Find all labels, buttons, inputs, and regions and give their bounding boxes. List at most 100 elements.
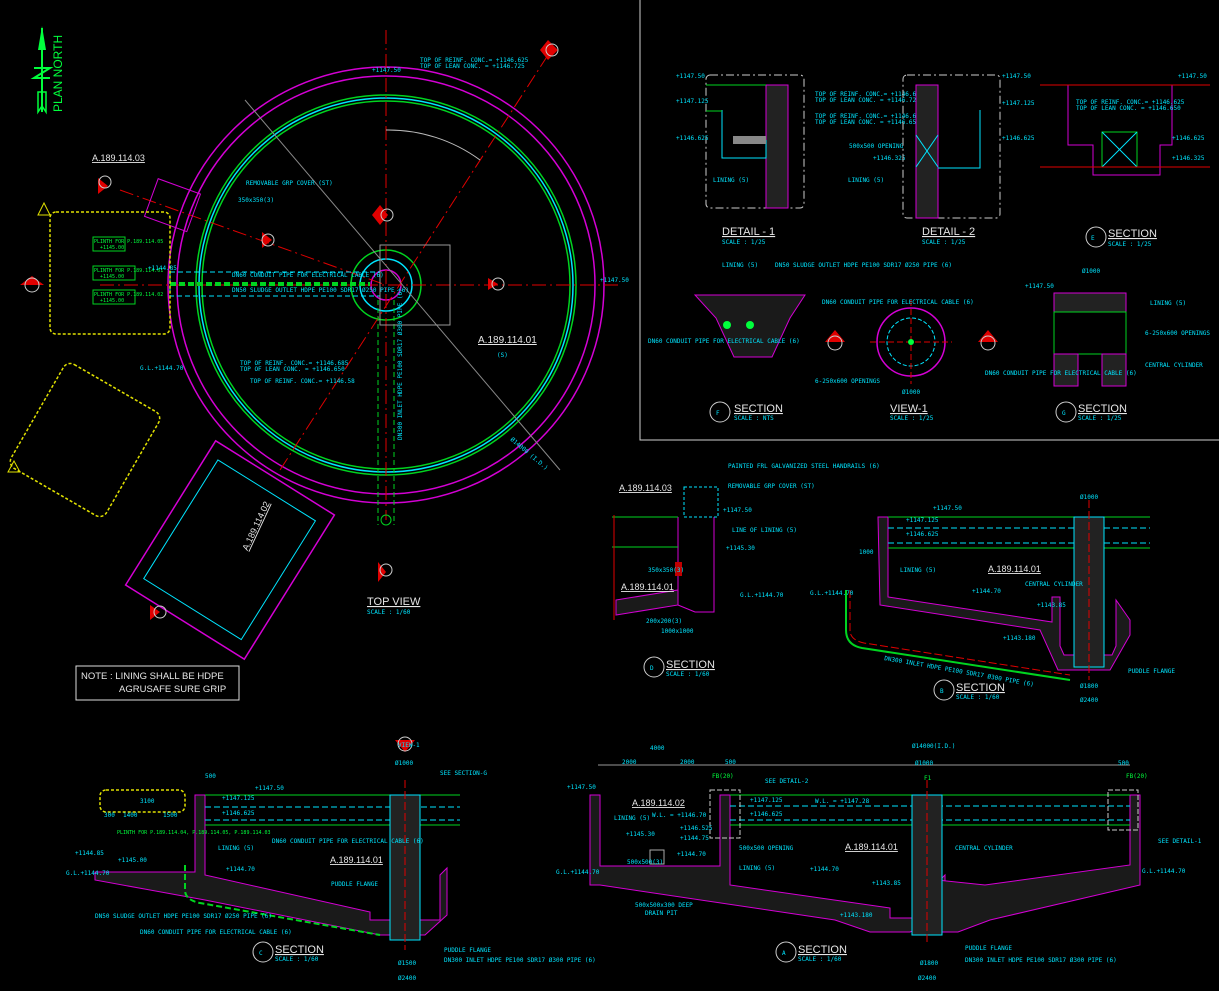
sec-c-label-4: +1147.50 <box>255 785 284 792</box>
section-marker-a2 <box>150 605 167 620</box>
sec-b-label-15: Ø1800 <box>1080 683 1098 690</box>
sec-d-ref-0: A.189.114.03 <box>619 483 672 493</box>
sec-c-label-2: SEE SECTION-G <box>440 770 487 777</box>
sec-a-label-13: W.L. = +1146.70 <box>652 812 707 819</box>
section-e-scale: SCALE : 1/25 <box>1108 241 1152 248</box>
sec-a-label-18: +1145.30 <box>626 831 655 838</box>
sec-d-label-8: 200x200(3) <box>646 618 682 625</box>
sec-a-marker: A <box>782 950 786 957</box>
sec-a-label-4: Ø14000(I.D.) <box>912 743 955 750</box>
sec-g-label-1: +1147.50 <box>1025 283 1054 290</box>
sec-c-label-0: VIEW-1 <box>398 742 420 749</box>
section-g-scale: SCALE : 1/25 <box>1078 415 1122 422</box>
sec-c-label-8: 300 <box>104 812 115 819</box>
d1-label-5: +1146.325 <box>873 155 906 162</box>
d1-label-4: 500x500 OPENING <box>849 143 904 150</box>
north-arrow: PLAN NORTH <box>30 26 65 115</box>
sec-a-label-5: Ø1000 <box>915 760 933 767</box>
sec-a-label-0: 4000 <box>650 745 665 752</box>
sec-c-label-11: PLINTH FOR P.189.114.04, P.189.114.05, P… <box>117 830 271 836</box>
sec-a-label-7: +1147.50 <box>567 784 596 791</box>
inlet-label: DN300 INLET HDPE PE100 SDR17 Ø300 PIPE (… <box>397 288 404 440</box>
reinf-low-label: TOP OF REINF. CONC.= +1146.58 <box>250 378 355 385</box>
sec-a-label-12: +1146.625 <box>750 811 783 818</box>
section-marker-d <box>261 232 275 248</box>
section-marker-e <box>98 175 112 194</box>
chamber-ref-bottom: A.189.114.02 <box>240 500 271 552</box>
sec-a-label-24: +1144.70 <box>810 866 839 873</box>
detail-frame <box>639 0 1219 441</box>
sec-b-label-1: +1147.50 <box>933 505 962 512</box>
sec-c-ref: A.189.114.01 <box>330 855 383 865</box>
sec-c-label-9: 1400 <box>123 812 138 819</box>
section-c-scale: SCALE : 1/60 <box>275 956 319 963</box>
d1-label-3: TOP OF LEAN CONC. = +1146.650 <box>815 119 920 126</box>
sec-c-label-17: +1144.70 <box>226 866 255 873</box>
sec-c-label-14: G.L.+1144.70 <box>66 870 110 877</box>
view1-label-0: DN60 CONDUIT PIPE FOR ELECTRICAL CABLE (… <box>822 299 974 306</box>
sec-g-label-0: Ø1000 <box>1082 268 1100 275</box>
d1-label-6: LINING (5) <box>713 177 749 184</box>
d1-label-0: TOP OF REINF. CONC.= +1146.625 <box>815 91 924 98</box>
sec-a-ref-0: A.189.114.02 <box>632 798 685 808</box>
sec-g-label-2: LINING (5) <box>1150 300 1186 307</box>
sec-e-level-2: +1146.325 <box>1172 155 1205 162</box>
sec-a-label-25: +1143.85 <box>872 880 901 887</box>
sec-a-label-2: 2000 <box>680 759 695 766</box>
sec-a-label-20: +1144.70 <box>677 851 706 858</box>
sludge-label: DN50 SLUDGE OUTLET HDPE PE100 SDR17 Ø250… <box>232 287 409 294</box>
section-marker-a <box>540 40 559 60</box>
sec-a-label-19: 500x500(3) <box>627 859 663 866</box>
d1-level-0: +1147.50 <box>676 73 705 80</box>
sec-b-label-16: Ø2400 <box>1080 697 1098 704</box>
top-view-scale: SCALE : 1/60 <box>367 609 411 616</box>
sec-c-label-22: DN300 INLET HDPE PE100 SDR17 Ø300 PIPE (… <box>444 957 596 964</box>
sec-a-label-33: Ø2400 <box>918 975 936 982</box>
sec-a-ref-1: A.189.114.01 <box>845 842 898 852</box>
sec-a-label-37: F1 <box>924 775 932 782</box>
d2-level-2: +1146.625 <box>1002 135 1035 142</box>
section-d-title: SECTION <box>666 659 715 671</box>
section-e-title: SECTION <box>1108 228 1157 240</box>
plinth3-level: +1145.00 <box>100 298 124 304</box>
sec-a-label-10: +1147.125 <box>750 797 783 804</box>
view1-label-1: 6-250x600 OPENINGS <box>815 378 880 385</box>
sec-d-label-10: 1000x1000 <box>661 628 694 635</box>
outer-dia-label: Ø14000 (I.D.) <box>509 436 549 472</box>
reinf-mid-label: TOP OF REINF. CONC.= +1146.685 <box>240 360 349 367</box>
sec-f-label-2: DN60 CONDUIT PIPE FOR ELECTRICAL CABLE (… <box>648 338 800 345</box>
conduit-label: DN60 CONDUIT PIPE FOR ELECTRICAL CABLE (… <box>232 272 384 279</box>
sec-c-label-5: +1147.125 <box>222 795 255 802</box>
north-label: PLAN NORTH <box>51 35 65 112</box>
sec-c-label-18: PUDDLE FLANGE <box>331 881 378 888</box>
chamber-03 <box>143 178 202 233</box>
sec-b-marker: B <box>940 688 944 695</box>
sec-f-label-0: LINING (5) <box>722 262 758 269</box>
d2-level-1: +1147.125 <box>1002 100 1035 107</box>
d2-level-0: +1147.50 <box>1002 73 1031 80</box>
section-f-scale: SCALE : NTS <box>734 415 774 422</box>
d1-label-7: LINING (5) <box>848 177 884 184</box>
tank-ref-sub: (S) <box>497 352 508 359</box>
note-line2: AGRUSAFE SURE GRIP <box>119 684 226 695</box>
sec-b-label-7: G.L.+1144.70 <box>810 590 854 597</box>
section-marker-c <box>488 277 505 291</box>
sec-b-label-10: CENTRAL CYLINDER <box>1025 581 1083 588</box>
sec-a-label-30: PUDDLE FLANGE <box>965 945 1012 952</box>
section-e-drawing <box>1040 84 1210 248</box>
sec-g-marker: G <box>1062 410 1066 417</box>
section-f-drawing <box>693 294 806 423</box>
d1-level-2: +1146.625 <box>676 135 709 142</box>
opening-label: 350x350(3) <box>238 197 274 204</box>
sec-c-label-7: 3100 <box>140 798 155 805</box>
detail1-title: DETAIL - 1 <box>722 226 775 238</box>
sec-c-label-6: +1146.625 <box>222 810 255 817</box>
sec-a-label-27: 500x500x300 DEEP <box>635 902 693 909</box>
gl-label: G.L.+1144.70 <box>140 365 184 372</box>
sec-c-label-20: DN60 CONDUIT PIPE FOR ELECTRICAL CABLE (… <box>140 929 292 936</box>
sec-d-label-4: +1145.30 <box>726 545 755 552</box>
sec-b-label-12: +1143.180 <box>1003 635 1036 642</box>
rim-level-right-label: +1147.50 <box>600 277 629 284</box>
detail2-title: DETAIL - 2 <box>922 226 975 238</box>
view1-drawing <box>825 300 998 384</box>
